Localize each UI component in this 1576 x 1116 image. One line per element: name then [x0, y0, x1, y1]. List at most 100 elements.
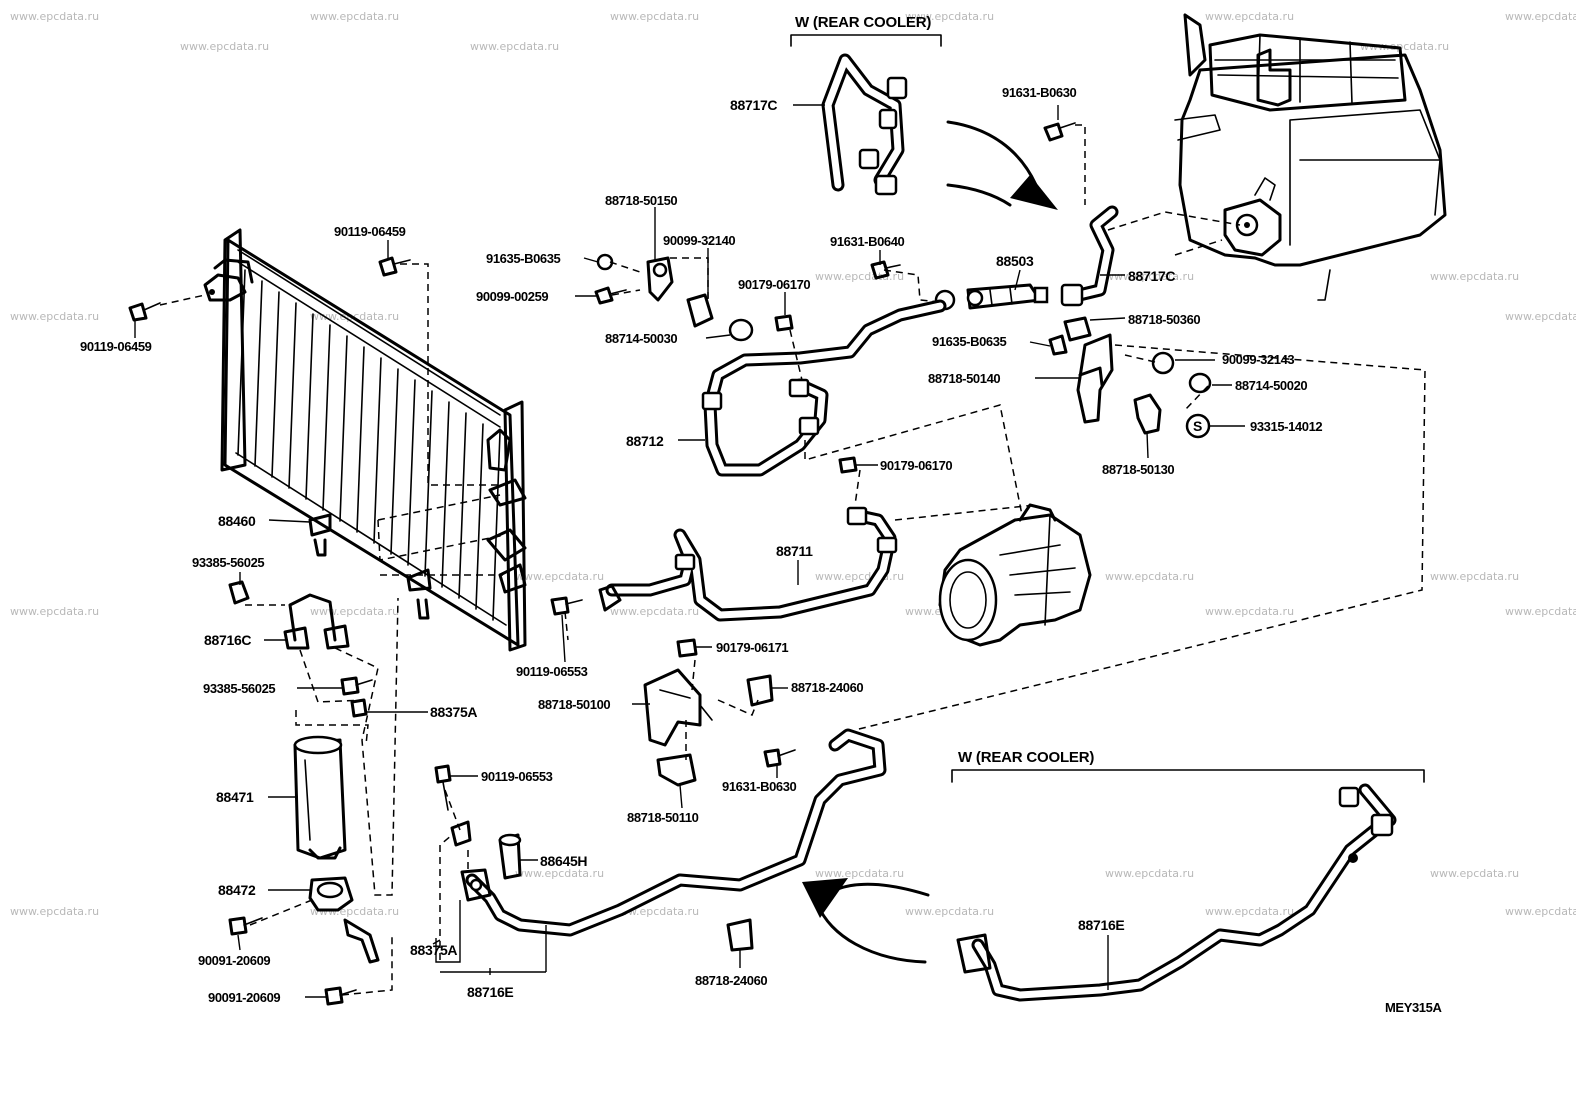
rear-cooler-pipe-88716e	[956, 783, 1397, 1002]
part-label: 90119-06553	[516, 664, 588, 679]
part-label: 90091-20609	[198, 953, 270, 968]
part-label: 90091-20609	[208, 990, 280, 1005]
part-label: 93385-56025	[192, 555, 264, 570]
diagram-code: MEY315A	[1385, 1000, 1442, 1015]
watermark-text: www.epcdata.ru	[1105, 570, 1194, 583]
part-label: 93315-14012	[1250, 419, 1322, 434]
bolt-icon	[1043, 122, 1076, 142]
watermark-text: www.epcdata.ru	[1505, 310, 1576, 323]
part-label: 91635-B0635	[932, 334, 1007, 349]
part-label: 90119-06459	[80, 339, 152, 354]
nut-icon	[838, 456, 858, 474]
hose-88503	[934, 283, 1049, 311]
part-label: 88716C	[204, 632, 251, 648]
part-label: 88712	[626, 433, 664, 449]
watermark-text: www.epcdata.ru	[10, 605, 99, 618]
nut-icon	[676, 638, 698, 658]
bolt-icon	[550, 596, 583, 616]
watermark-text: www.epcdata.ru	[1205, 905, 1294, 918]
part-label: 88718-24060	[695, 973, 767, 988]
part-label: 88460	[218, 513, 256, 529]
watermark-text: www.epcdata.ru	[310, 10, 399, 23]
bolt-icon	[594, 286, 627, 305]
heading-bracket	[951, 769, 1425, 783]
watermark-text: www.epcdata.ru	[905, 905, 994, 918]
bolt-icon	[378, 256, 411, 277]
part-label: 90179-06171	[716, 640, 788, 655]
watermark-text: www.epcdata.ru	[1430, 270, 1519, 283]
evaporator-unit	[1174, 13, 1447, 301]
part-label: 88718-50140	[928, 371, 1000, 386]
part-label: 93385-56025	[203, 681, 275, 696]
bolt-icon	[128, 302, 161, 322]
pressure-switch-88645h	[498, 833, 522, 880]
part-label: 88718-50360	[1128, 312, 1200, 327]
cushion-90099-32140	[686, 293, 754, 342]
clamp-88718-50110	[656, 753, 697, 787]
bracket-88718-50150	[646, 256, 674, 302]
watermark-text: www.epcdata.ru	[1205, 605, 1294, 618]
watermark-text: www.epcdata.ru	[515, 867, 604, 880]
watermark-text: www.epcdata.ru	[310, 605, 399, 618]
nut-icon	[350, 698, 368, 718]
watermark-text: www.epcdata.ru	[815, 270, 904, 283]
part-label: 88718-24060	[791, 680, 863, 695]
part-label: 88718-50100	[538, 697, 610, 712]
watermark-text: www.epcdata.ru	[815, 867, 904, 880]
bolt-icon	[340, 676, 373, 696]
dashed-reference-lines	[159, 124, 1426, 996]
part-label: 90099-32140	[663, 233, 735, 248]
s-mark-text: S	[1193, 418, 1202, 434]
part-label: 90119-06459	[334, 224, 406, 239]
hose-88712	[701, 299, 947, 477]
watermark-text: www.epcdata.ru	[470, 40, 559, 53]
bracket-88718-50140	[1076, 333, 1114, 424]
part-label: 88714-50020	[1235, 378, 1307, 393]
part-label: 88472	[218, 882, 256, 898]
part-label: 88375A	[410, 942, 457, 958]
watermark-text: www.epcdata.ru	[515, 570, 604, 583]
heading-bracket	[790, 34, 942, 47]
part-label: 88711	[776, 543, 813, 559]
watermark-text: www.epcdata.ru	[1360, 40, 1449, 53]
watermark-text: www.epcdata.ru	[1105, 270, 1194, 283]
part-label: 88471	[216, 789, 254, 805]
part-label: 90179-06170	[880, 458, 952, 473]
watermark-text: www.epcdata.ru	[1505, 905, 1576, 918]
part-label: 91631-B0640	[830, 234, 905, 249]
pipe-88711	[598, 506, 898, 622]
watermark-text: www.epcdata.ru	[310, 310, 399, 323]
part-label: 91635-B0635	[486, 251, 561, 266]
pipe-88717c-right	[1060, 205, 1119, 307]
rear-cooler-heading-bottom: W (REAR COOLER)	[951, 749, 1425, 783]
part-label: 90099-00259	[476, 289, 548, 304]
part-label: 88375A	[430, 704, 477, 720]
part-label: 88503	[996, 253, 1034, 269]
rear-cooler-pipe-88717c-top	[821, 53, 908, 196]
bolt-icon	[228, 916, 263, 936]
part-label: 88718-50130	[1102, 462, 1174, 477]
watermark-text: www.epcdata.ru	[1105, 867, 1194, 880]
nut-icon	[774, 314, 794, 332]
watermark-text: www.epcdata.ru	[180, 40, 269, 53]
watermark-text: www.epcdata.ru	[815, 570, 904, 583]
watermark-layer: www.epcdata.ru www.epcdata.ru www.epcdat…	[10, 10, 1576, 918]
watermark-text: www.epcdata.ru	[610, 605, 699, 618]
part-label: 88714-50030	[605, 331, 677, 346]
bolt-icon	[1048, 334, 1068, 356]
part-label: 88717C	[1128, 268, 1175, 284]
part-label: 88718-50150	[605, 193, 677, 208]
clamp-88718-50360	[1063, 316, 1092, 342]
bolt-icon	[228, 580, 250, 605]
clamp-88718-24060-right	[746, 674, 774, 707]
part-labels: 88717C 91631-B0630 88718-50150 90099-321…	[80, 85, 1443, 1015]
watermark-text: www.epcdata.ru	[10, 10, 99, 23]
part-label: 88717C	[730, 97, 777, 113]
watermark-text: www.epcdata.ru	[1430, 570, 1519, 583]
bolt-icon	[763, 748, 796, 768]
watermark-text: www.epcdata.ru	[610, 10, 699, 23]
nut-icon	[596, 253, 614, 271]
bolt-icon	[324, 986, 357, 1006]
fasteners	[128, 122, 1076, 1006]
